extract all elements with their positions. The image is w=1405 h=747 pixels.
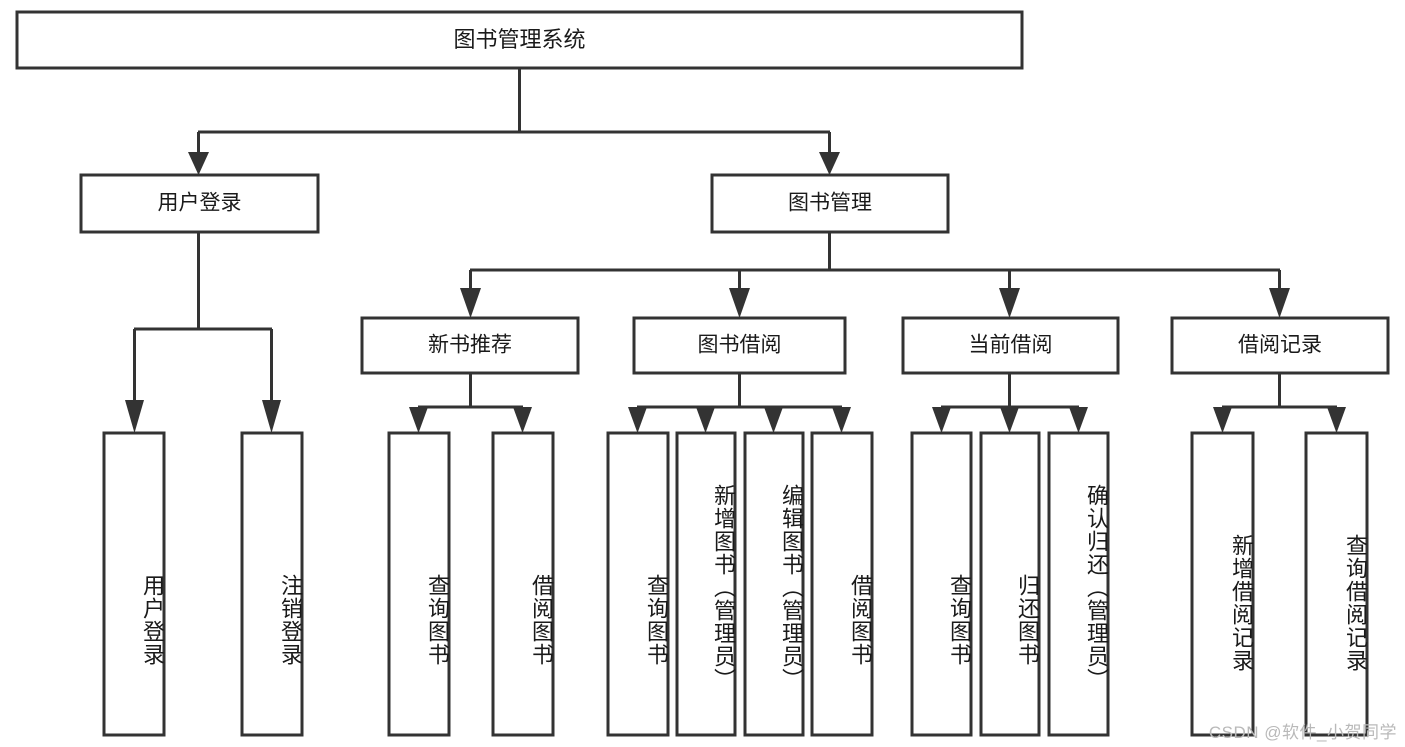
node-book-management-box[interactable] [710, 173, 950, 234]
arrow-head-bookborrow-4 [832, 407, 851, 433]
leaf-box-book-borrow-1[interactable] [675, 431, 737, 737]
csdn-watermark: CSDN @软件_小贺同学 [1208, 723, 1397, 742]
arrow-head-tier2-2 [729, 288, 750, 318]
node-book-management[interactable]: 图书管理 [710, 173, 950, 234]
connectors-newbook-to-leaves [409, 373, 532, 433]
leaf-box-borrow-record-1[interactable] [1304, 431, 1369, 737]
node-user-login-label: 用户登录 [158, 192, 242, 215]
arrow-head-tier2-4 [1269, 288, 1290, 318]
connectors-borrowrecord-to-leaves [1213, 373, 1346, 433]
node-user-login-box[interactable] [79, 173, 320, 234]
arrow-head-tier2-1 [460, 288, 481, 318]
node-borrow-record-box[interactable] [1170, 316, 1390, 375]
arrow-head-userlogin-1 [125, 400, 144, 433]
leaf-box-book-borrow-0[interactable] [606, 431, 670, 737]
arrow-head-tier1-2 [819, 152, 840, 175]
node-new-book-recommend-label: 新书推荐 [428, 334, 512, 357]
node-root-box[interactable] [15, 10, 1024, 70]
node-borrow-record[interactable]: 借阅记录 [1170, 316, 1390, 375]
leaf-box-current-borrow-1[interactable] [979, 431, 1041, 737]
node-borrow-record-label: 借阅记录 [1238, 334, 1322, 357]
arrow-head-currentborrow-3 [1069, 407, 1088, 433]
arrow-head-userlogin-2 [262, 400, 281, 433]
node-book-management-label: 图书管理 [788, 192, 872, 215]
node-current-borrow[interactable]: 当前借阅 [901, 316, 1120, 375]
leaf-box-user-login-1[interactable] [240, 431, 304, 737]
node-current-borrow-label: 当前借阅 [969, 334, 1053, 357]
leaf-box-user-login-0[interactable] [102, 431, 166, 737]
connectors-root-to-tier1 [188, 68, 840, 175]
arrow-head-borrowrecord-1 [1213, 407, 1232, 433]
leaf-box-current-borrow-0[interactable] [910, 431, 973, 737]
node-new-book-recommend-box[interactable] [360, 316, 580, 375]
node-new-book-recommend[interactable]: 新书推荐 [360, 316, 580, 375]
leaf-box-new-book-1[interactable] [491, 431, 555, 737]
arrow-head-bookborrow-2 [696, 407, 715, 433]
leaf-box-new-book-0[interactable] [387, 431, 451, 737]
arrow-head-tier2-3 [999, 288, 1020, 318]
node-book-borrow-box[interactable] [632, 316, 847, 375]
connectors-currentborrow-to-leaves [932, 373, 1088, 433]
node-root-label: 图书管理系统 [453, 27, 585, 52]
leaf-box-borrow-record-0[interactable] [1190, 431, 1255, 737]
arrow-head-bookborrow-3 [764, 407, 783, 433]
node-book-borrow-label: 图书借阅 [698, 334, 782, 357]
arrow-head-newbook-2 [513, 407, 532, 433]
arrow-head-borrowrecord-2 [1327, 407, 1346, 433]
arrow-head-tier1-1 [188, 152, 209, 175]
node-book-borrow[interactable]: 图书借阅 [632, 316, 847, 375]
node-current-borrow-box[interactable] [901, 316, 1120, 375]
arrow-head-currentborrow-2 [1000, 407, 1019, 433]
arrow-head-bookborrow-1 [628, 407, 647, 433]
leaf-box-book-borrow-3[interactable] [810, 431, 874, 737]
arrow-head-newbook-1 [409, 407, 428, 433]
connectors-bookmgmt-to-tier2 [460, 232, 1290, 318]
connectors-userlogin-to-leaves [125, 232, 281, 433]
node-root[interactable]: 图书管理系统 [15, 10, 1024, 70]
leaf-box-book-borrow-2[interactable] [743, 431, 805, 737]
arrow-head-currentborrow-1 [932, 407, 951, 433]
node-user-login[interactable]: 用户登录 [79, 173, 320, 234]
connectors-bookborrow-to-leaves [628, 373, 851, 433]
leaf-box-current-borrow-2[interactable] [1047, 431, 1110, 737]
